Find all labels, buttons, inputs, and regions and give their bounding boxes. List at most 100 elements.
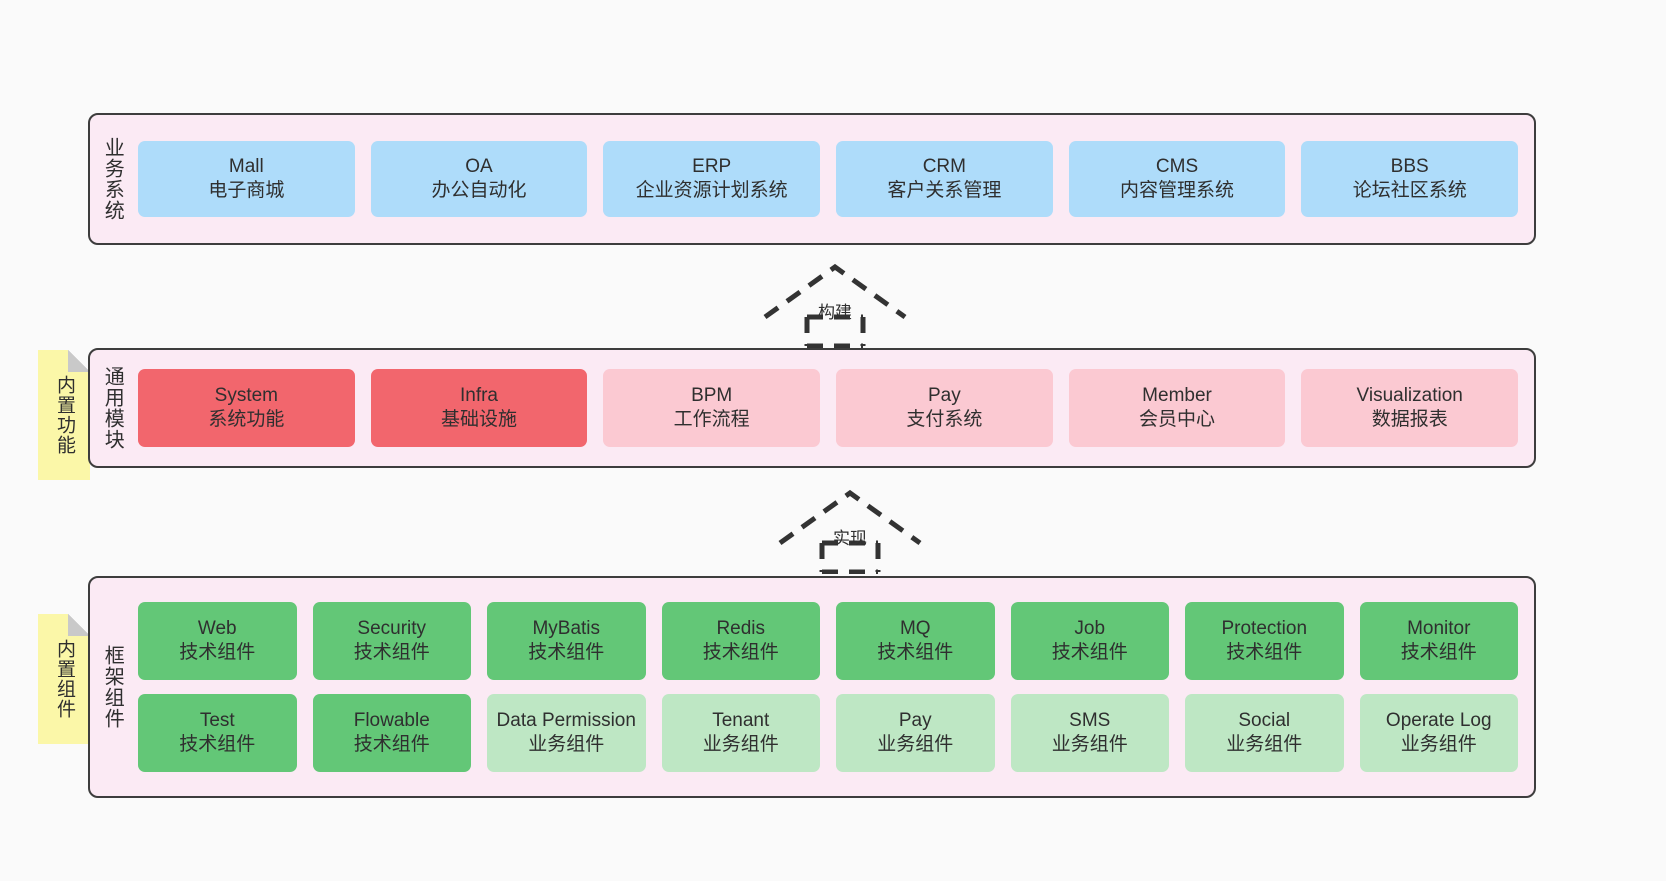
node-cms-en: CMS — [1155, 156, 1199, 178]
node-erp-cn: 企业资源计划系统 — [635, 180, 788, 201]
node-oa-cn: 办公自动化 — [431, 180, 527, 201]
node-member-en: Member — [1142, 385, 1212, 407]
node-protection-cn: 技术组件 — [1226, 642, 1303, 663]
node-mybatis-cn: 技术组件 — [528, 642, 605, 663]
node-bpm-en: BPM — [691, 385, 733, 407]
node-member[interactable]: Member 会员中心 — [1068, 369, 1286, 447]
node-sms[interactable]: SMS 业务组件 — [1010, 694, 1169, 772]
layer-common-modules-title: 通用模块 — [101, 366, 124, 450]
node-security[interactable]: Security 技术组件 — [312, 602, 471, 680]
node-pay-component-cn: 业务组件 — [877, 734, 954, 755]
node-flowable[interactable]: Flowable 技术组件 — [312, 694, 471, 772]
node-test-en: Test — [199, 710, 235, 732]
layer-common-modules-body: System 系统功能 Infra 基础设施 BPM 工作流程 Pay 支付系统… — [134, 350, 1534, 466]
node-web-cn: 技术组件 — [179, 642, 256, 663]
node-bpm[interactable]: BPM 工作流程 — [603, 369, 821, 447]
node-operate-log-en: Operate Log — [1385, 710, 1492, 732]
node-mq[interactable]: MQ 技术组件 — [836, 602, 995, 680]
node-cms-cn: 内容管理系统 — [1120, 180, 1235, 201]
node-data-permission-cn: 业务组件 — [528, 734, 605, 755]
connector-implement-label: 实现 — [833, 529, 867, 548]
layer-framework-components-body: Web 技术组件 Security 技术组件 MyBatis 技术组件 Redi… — [134, 578, 1534, 796]
node-mybatis-en: MyBatis — [532, 618, 601, 640]
node-redis-en: Redis — [716, 618, 766, 640]
connector-build-label: 构建 — [818, 303, 852, 322]
node-redis[interactable]: Redis 技术组件 — [661, 602, 820, 680]
node-member-cn: 会员中心 — [1139, 409, 1216, 430]
node-bbs-en: BBS — [1390, 156, 1429, 178]
node-infra-cn: 基础设施 — [441, 409, 518, 430]
layer-common-modules: 通用模块 System 系统功能 Infra 基础设施 BPM 工作流程 Pay… — [88, 348, 1536, 468]
node-social-cn: 业务组件 — [1226, 734, 1303, 755]
framework-biz-row: Test 技术组件 Flowable 技术组件 Data Permission … — [138, 694, 1518, 772]
layer-framework-components: 框架组件 Web 技术组件 Security 技术组件 MyBatis 技术组件… — [88, 576, 1536, 798]
node-oa-en: OA — [465, 156, 493, 178]
node-flowable-en: Flowable — [353, 710, 430, 732]
node-operate-log[interactable]: Operate Log 业务组件 — [1359, 694, 1518, 772]
node-monitor-en: Monitor — [1407, 618, 1471, 640]
node-mybatis[interactable]: MyBatis 技术组件 — [487, 602, 646, 680]
node-pay-module-en: Pay — [927, 385, 961, 407]
node-pay-module[interactable]: Pay 支付系统 — [836, 369, 1053, 447]
node-crm-cn: 客户关系管理 — [887, 180, 1002, 201]
node-sms-cn: 业务组件 — [1051, 734, 1128, 755]
node-crm[interactable]: CRM 客户关系管理 — [836, 141, 1053, 217]
connector-implement-arrow — [778, 489, 922, 574]
node-security-cn: 技术组件 — [353, 642, 430, 663]
node-security-en: Security — [357, 618, 427, 640]
node-system-cn: 系统功能 — [208, 409, 285, 430]
node-oa[interactable]: OA 办公自动化 — [370, 141, 588, 217]
node-protection[interactable]: Protection 技术组件 — [1185, 602, 1344, 680]
node-social-en: Social — [1238, 710, 1291, 732]
sticky-note-builtin-components-label: 内置组件 — [54, 639, 76, 719]
node-mall-en: Mall — [228, 156, 264, 178]
node-job[interactable]: Job 技术组件 — [1010, 602, 1169, 680]
node-data-permission-en: Data Permission — [496, 710, 636, 732]
node-tenant[interactable]: Tenant 业务组件 — [661, 694, 820, 772]
connector-build-arrow — [763, 263, 907, 348]
node-cms[interactable]: CMS 内容管理系统 — [1068, 141, 1286, 217]
node-system-en: System — [214, 385, 279, 407]
node-web-en: Web — [197, 618, 237, 640]
sticky-note-builtin-features: 内置功能 — [38, 350, 90, 480]
node-web[interactable]: Web 技术组件 — [138, 602, 297, 680]
node-test-cn: 技术组件 — [179, 734, 256, 755]
node-visualization-en: Visualization — [1356, 385, 1463, 407]
node-tenant-cn: 业务组件 — [702, 734, 779, 755]
node-mq-en: MQ — [899, 618, 931, 640]
node-protection-en: Protection — [1221, 618, 1308, 640]
business-systems-row: Mall 电子商城 OA 办公自动化 ERP 企业资源计划系统 CRM 客户关系… — [138, 141, 1519, 217]
node-mall[interactable]: Mall 电子商城 — [138, 141, 355, 217]
layer-business-systems-body: Mall 电子商城 OA 办公自动化 ERP 企业资源计划系统 CRM 客户关系… — [134, 115, 1534, 243]
node-tenant-en: Tenant — [712, 710, 770, 732]
node-erp[interactable]: ERP 企业资源计划系统 — [603, 141, 821, 217]
node-infra-en: Infra — [459, 385, 499, 407]
node-social[interactable]: Social 业务组件 — [1185, 694, 1344, 772]
node-system[interactable]: System 系统功能 — [138, 369, 355, 447]
node-data-permission[interactable]: Data Permission 业务组件 — [487, 694, 646, 772]
node-bbs[interactable]: BBS 论坛社区系统 — [1301, 141, 1519, 217]
connector-implement: 实现 — [775, 488, 925, 574]
connector-build: 构建 — [760, 262, 910, 348]
node-test[interactable]: Test 技术组件 — [138, 694, 297, 772]
node-erp-en: ERP — [692, 156, 732, 178]
node-pay-component[interactable]: Pay 业务组件 — [836, 694, 995, 772]
node-monitor-cn: 技术组件 — [1400, 642, 1477, 663]
framework-tech-row: Web 技术组件 Security 技术组件 MyBatis 技术组件 Redi… — [138, 602, 1518, 680]
layer-business-systems: 业务系统 Mall 电子商城 OA 办公自动化 ERP 企业资源计划系统 CRM… — [88, 113, 1536, 245]
node-infra[interactable]: Infra 基础设施 — [370, 369, 588, 447]
common-modules-row: System 系统功能 Infra 基础设施 BPM 工作流程 Pay 支付系统… — [138, 369, 1519, 447]
sticky-note-builtin-components: 内置组件 — [38, 614, 90, 744]
sticky-note-builtin-features-label: 内置功能 — [54, 375, 76, 455]
node-monitor[interactable]: Monitor 技术组件 — [1359, 602, 1518, 680]
node-job-cn: 技术组件 — [1051, 642, 1128, 663]
node-crm-en: CRM — [922, 156, 966, 178]
node-pay-module-cn: 支付系统 — [906, 409, 983, 430]
node-sms-en: SMS — [1069, 710, 1111, 732]
node-bpm-cn: 工作流程 — [673, 409, 750, 430]
node-mq-cn: 技术组件 — [877, 642, 954, 663]
node-operate-log-cn: 业务组件 — [1400, 734, 1477, 755]
node-mall-cn: 电子商城 — [208, 180, 285, 201]
node-visualization[interactable]: Visualization 数据报表 — [1301, 369, 1519, 447]
